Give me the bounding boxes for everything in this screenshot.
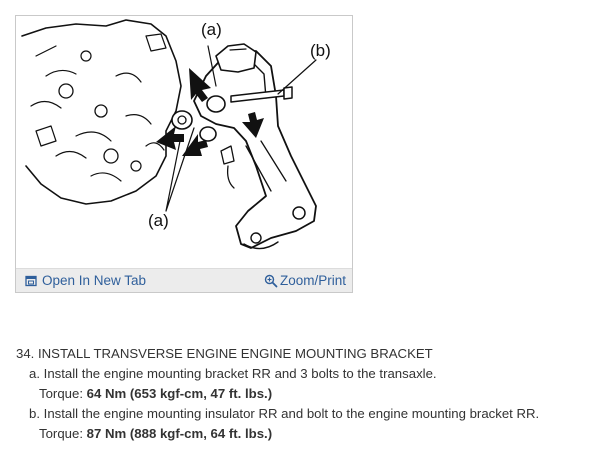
diagram-illustration xyxy=(21,19,317,250)
procedure-section: 34. INSTALL TRANSVERSE ENGINE ENGINE MOU… xyxy=(16,344,596,444)
torque-label: Torque: xyxy=(39,386,83,401)
callout-a-top: (a) xyxy=(201,20,222,39)
step-b-torque: Torque: 87 Nm (888 kgf-cm, 64 ft. lbs.) xyxy=(16,424,596,444)
callout-a-bottom: (a) xyxy=(148,211,169,230)
zoom-icon xyxy=(264,274,278,288)
torque-label: Torque: xyxy=(39,426,83,441)
open-in-new-tab-link[interactable]: Open In New Tab xyxy=(25,272,146,290)
zoom-print-link[interactable]: Zoom/Print xyxy=(264,272,346,290)
step-a-text: a. Install the engine mounting bracket R… xyxy=(29,366,437,381)
step-b-text: b. Install the engine mounting insulator… xyxy=(29,406,540,421)
bracket-diagram xyxy=(16,16,352,268)
figure-container: (a) (b) (a) Open In New Tab xyxy=(15,15,353,293)
torque-value: 64 Nm (653 kgf-cm, 47 ft. lbs.) xyxy=(86,386,273,401)
torque-value: 87 Nm (888 kgf-cm, 64 ft. lbs.) xyxy=(86,426,273,441)
open-in-new-tab-label: Open In New Tab xyxy=(42,273,147,288)
callout-b: (b) xyxy=(310,41,331,60)
new-tab-icon xyxy=(25,275,37,287)
figure-toolbar: Open In New Tab Zoom/Print xyxy=(16,268,352,292)
procedure-heading: 34. INSTALL TRANSVERSE ENGINE ENGINE MOU… xyxy=(16,346,433,361)
zoom-print-label: Zoom/Print xyxy=(279,273,346,288)
step-a-torque: Torque: 64 Nm (653 kgf-cm, 47 ft. lbs.) xyxy=(16,384,596,404)
